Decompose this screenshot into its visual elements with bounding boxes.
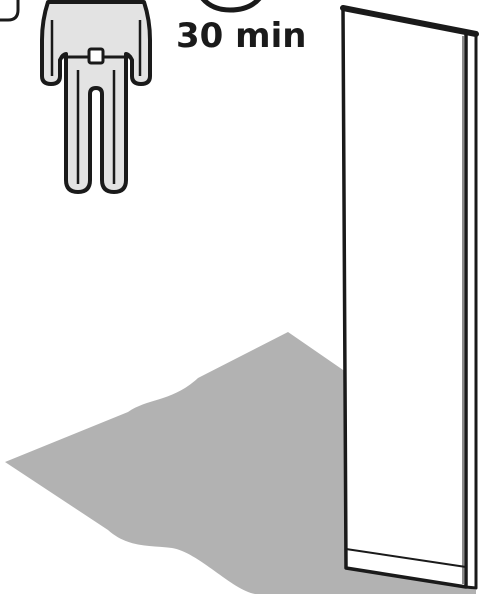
- floor-shadow: [5, 332, 476, 594]
- tall-panel: [340, 5, 479, 590]
- badge-frame: [0, 0, 20, 22]
- clock-icon: [200, 0, 262, 13]
- person-icon: [40, 0, 152, 194]
- duration-label: 30 min: [176, 16, 306, 56]
